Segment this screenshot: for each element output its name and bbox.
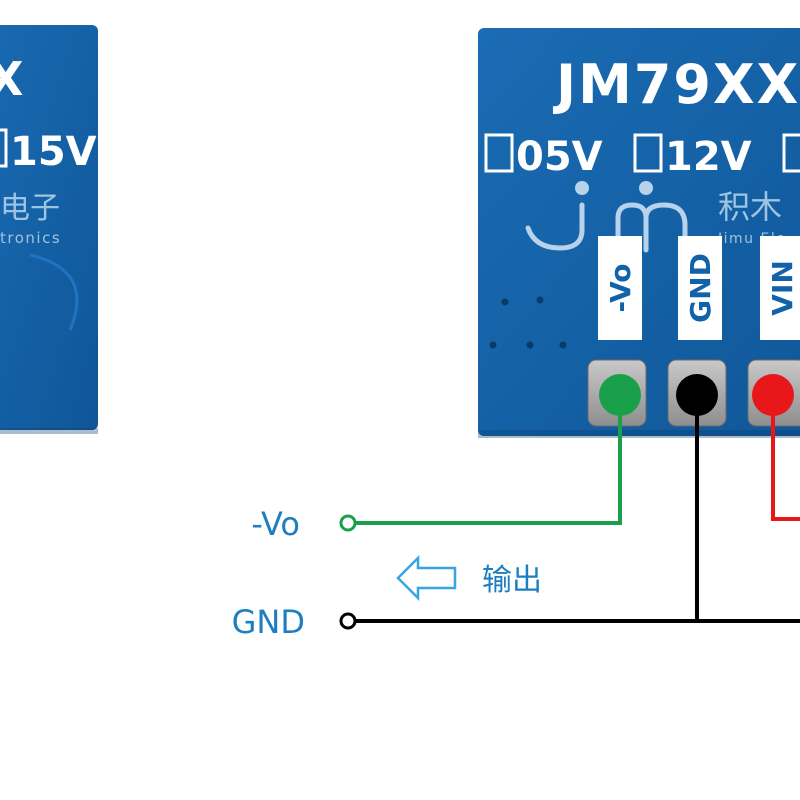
pin-label-block-gnd: GND xyxy=(678,236,722,340)
pin-dot-vin xyxy=(752,374,794,416)
left-voltage-option: 15V xyxy=(10,129,97,175)
wires xyxy=(348,395,800,623)
pcb-vias xyxy=(489,296,567,349)
left-brand-en: tronics xyxy=(0,229,61,247)
pin-label-block-vo: -Vo xyxy=(598,236,642,340)
output-arrow-icon xyxy=(396,554,457,602)
terminal-vo xyxy=(339,514,357,532)
terminal-label-vo: -Vo xyxy=(251,505,300,543)
right-title: JM79XX xyxy=(552,53,800,116)
pin-label-vin: VIN xyxy=(766,260,799,316)
terminal-label-gnd: GND xyxy=(232,603,305,641)
voltage-option-12v: 12V xyxy=(665,134,752,180)
voltage-checkbox-12v xyxy=(633,133,663,173)
left-title-fragment: X xyxy=(0,52,23,106)
pin-label-vo: -Vo xyxy=(604,264,637,313)
voltage-checkbox-05v xyxy=(484,133,514,173)
left-pcb-board xyxy=(0,25,98,430)
pin-dot-gnd xyxy=(676,374,718,416)
left-voltage-checkbox xyxy=(0,128,8,168)
left-brand-cn: 电子 xyxy=(0,191,60,226)
voltage-option-05v: 05V xyxy=(516,134,603,180)
wire-vo xyxy=(348,395,622,525)
right-brand-cn: 积木 xyxy=(718,188,782,226)
pin-label-block-vin: VIN xyxy=(760,236,800,340)
jimu-logo-icon xyxy=(525,181,688,253)
pin-dot-vo xyxy=(599,374,641,416)
pin-label-gnd: GND xyxy=(684,253,717,323)
left-module: X 15V 电子 tronics xyxy=(0,25,98,434)
wire-vin xyxy=(771,395,800,521)
terminal-gnd xyxy=(339,612,357,630)
output-label: 输出 xyxy=(482,563,542,598)
right-module: JM79XX 05V 12V 积木 Jimu Ele -Vo GND VIN xyxy=(478,28,800,438)
